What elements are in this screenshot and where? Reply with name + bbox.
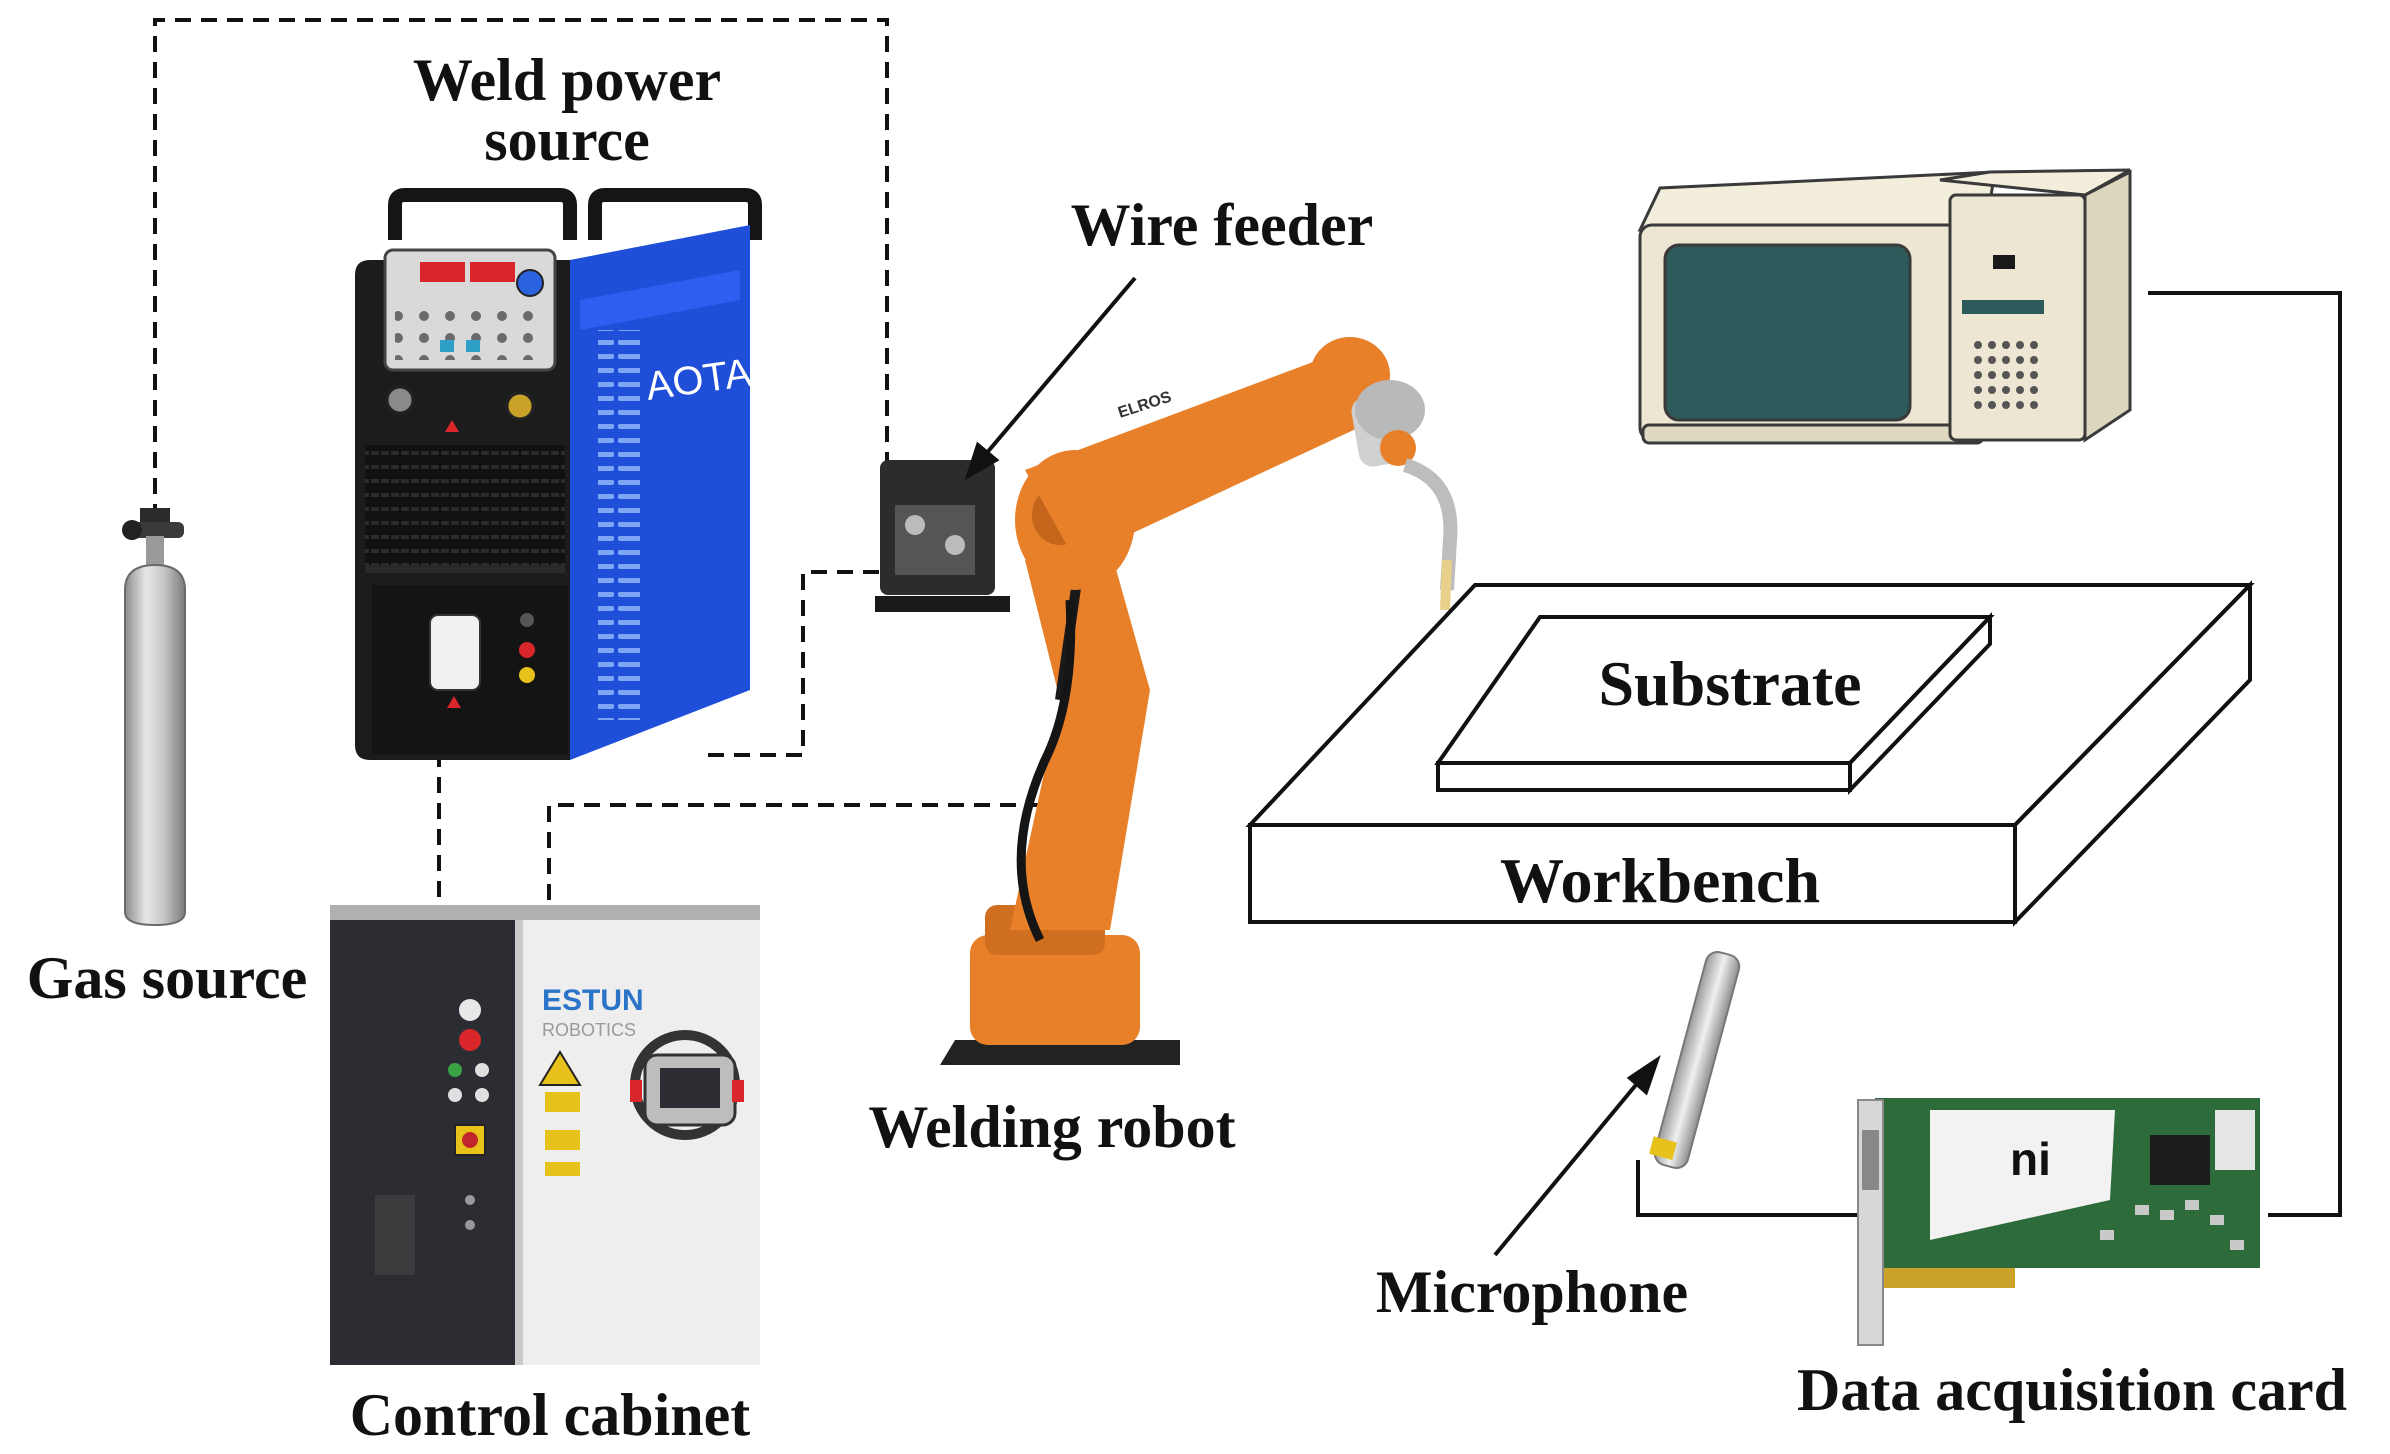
substrate-front [1436, 761, 1852, 792]
control-cabinet: ESTUN ROBOTICS [330, 905, 760, 1365]
pointer-arrows [964, 276, 1661, 1257]
dashed-connections [153, 18, 1072, 900]
label-weld-power-source-line2: source [484, 107, 650, 173]
label-gas-source: Gas source [27, 945, 308, 1011]
computer [1637, 168, 2132, 445]
cabinet-brand: ESTUN [542, 984, 644, 1017]
microphone-arrow [1493, 1078, 1642, 1257]
power-to-robot-line [708, 570, 887, 757]
gas-to-wirefeeder-line [153, 18, 889, 520]
label-weld-power-source-line1: Weld power [413, 47, 721, 113]
labels: Weld power source Wire feeder Gas source… [27, 47, 2347, 1448]
microphone-to-daq-line [1636, 1160, 1858, 1217]
cabinet-subbrand: ROBOTICS [542, 1020, 636, 1040]
label-control-cabinet: Control cabinet [350, 1382, 751, 1448]
computer-to-daq-line [2148, 291, 2342, 1217]
label-substrate: Substrate [1598, 648, 1861, 719]
wire-feeder-arrow [983, 276, 1137, 457]
substrate-side [1848, 612, 1992, 795]
weld-power-source: AOTAI [355, 188, 765, 760]
monitor-screen [1663, 243, 1912, 422]
wire-feeder-arrowhead [964, 441, 1000, 481]
microphone-arrowhead [1626, 1055, 1661, 1096]
microphone [1649, 951, 1741, 1169]
wire-feeder [875, 460, 1010, 612]
label-workbench: Workbench [1500, 845, 1820, 916]
label-data-acquisition-card: Data acquisition card [1797, 1357, 2347, 1423]
data-acquisition-card: ni [1857, 1098, 2260, 1346]
label-microphone: Microphone [1376, 1259, 1688, 1325]
robot-arm-brand: ELROS [1116, 389, 1174, 422]
daq-card-logo: ni [2010, 1133, 2051, 1185]
solid-connections [1636, 291, 2342, 1217]
label-welding-robot: Welding robot [868, 1094, 1235, 1160]
cabinet-to-robot-line [547, 803, 1072, 900]
gas-cylinder [122, 508, 186, 927]
welding-robot: ELROS [875, 337, 1458, 1065]
workbench-side [2013, 580, 2252, 927]
label-wire-feeder: Wire feeder [1071, 192, 1374, 258]
substrate [1434, 612, 1995, 795]
